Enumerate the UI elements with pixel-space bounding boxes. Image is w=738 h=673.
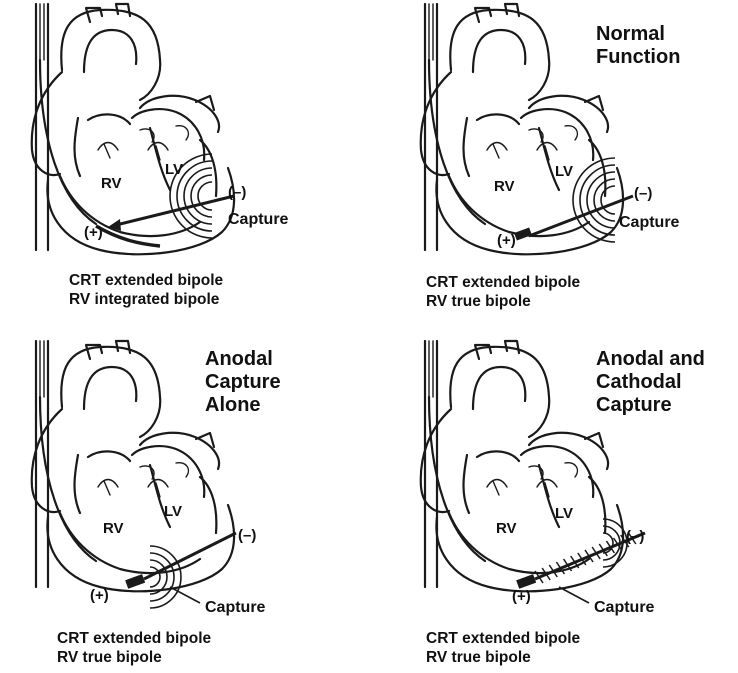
rv-label: RV — [103, 520, 124, 537]
panel-heading: Normal Function — [596, 23, 680, 69]
capture-label: Capture — [228, 211, 288, 229]
panel-normal-function: Normal Function RV LV (–) (+) Capture CR… — [369, 0, 738, 336]
rv-label: RV — [494, 178, 515, 195]
panel-anodal-and-cathodal-capture: Anodal and Cathodal Capture RV LV (–) (+… — [369, 337, 738, 673]
rv-label: RV — [101, 175, 122, 192]
caption-line-1: CRT extended bipole — [57, 629, 211, 648]
cathode-label: (–) — [228, 184, 246, 201]
lv-label: LV — [555, 505, 573, 522]
anode-label: (+) — [90, 587, 109, 604]
caption-line-2: RV true bipole — [426, 648, 531, 667]
panel-heading: Anodal Capture Alone — [205, 348, 281, 417]
panel-integrated-bipole: RV LV (–) (+) Capture CRT extended bipol… — [0, 0, 369, 336]
panel-anodal-capture-alone: Anodal Capture Alone RV LV (–) (+) Captu… — [0, 337, 369, 673]
cathode-label: (–) — [626, 528, 644, 545]
cathode-label: (–) — [634, 185, 652, 202]
capture-label: Capture — [205, 599, 265, 617]
caption-line-2: RV integrated bipole — [69, 290, 219, 309]
heart-schematic — [0, 337, 369, 673]
heading-line-1: Anodal and — [596, 348, 705, 371]
heading-line-3: Alone — [205, 394, 281, 417]
anode-label: (+) — [512, 588, 531, 605]
cathode-label: (–) — [238, 527, 256, 544]
capture-label: Capture — [594, 599, 654, 617]
caption-line-2: RV true bipole — [57, 648, 162, 667]
capture-label: Capture — [619, 214, 679, 232]
anode-label: (+) — [497, 232, 516, 249]
heart-diagram-icon — [0, 337, 369, 673]
heading-line-1: Anodal — [205, 348, 281, 371]
panel-heading: Anodal and Cathodal Capture — [596, 348, 705, 417]
anode-label: (+) — [84, 224, 103, 241]
heading-line-2: Function — [596, 46, 680, 69]
caption-line-1: CRT extended bipole — [426, 629, 580, 648]
heading-line-1: Normal — [596, 23, 680, 46]
heading-line-2: Cathodal — [596, 371, 705, 394]
caption-line-1: CRT extended bipole — [426, 273, 580, 292]
heading-line-3: Capture — [596, 394, 705, 417]
rv-label: RV — [496, 520, 517, 537]
lv-label: LV — [164, 503, 182, 520]
caption-line-2: RV true bipole — [426, 292, 531, 311]
lv-label: LV — [165, 161, 183, 178]
caption-line-1: CRT extended bipole — [69, 271, 223, 290]
heading-line-2: Capture — [205, 371, 281, 394]
lv-label: LV — [555, 163, 573, 180]
